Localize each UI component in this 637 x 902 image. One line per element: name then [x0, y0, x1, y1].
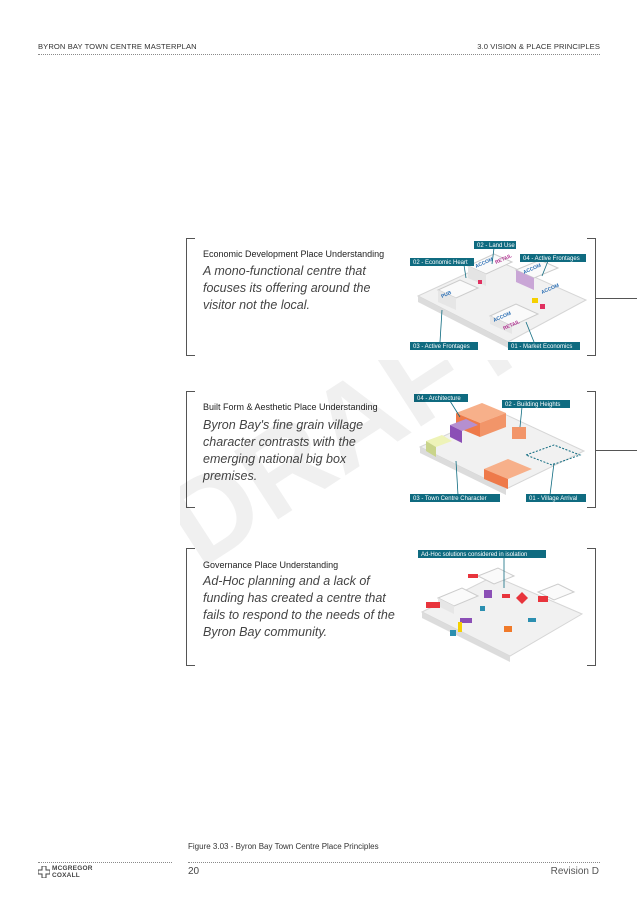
svg-text:02 - Economic Heart: 02 - Economic Heart: [413, 260, 468, 266]
panel-body: Ad-Hoc planning and a lack of funding ha…: [203, 574, 395, 639]
bracket-left: [186, 391, 195, 508]
economic-diagram: ACCOM RETAIL PUB ACCOM ACCOM ACCOM RETAI…: [410, 241, 588, 350]
svg-text:04 - Architecture: 04 - Architecture: [417, 396, 461, 402]
svg-text:02 - Land Use: 02 - Land Use: [477, 243, 515, 249]
diagram-labels: Ad-Hoc solutions considered in isolation: [418, 550, 546, 558]
svg-text:01 - Market Economics: 01 - Market Economics: [511, 344, 572, 350]
built-form-diagram: 04 - Architecture 02 - Building Heights …: [410, 394, 586, 502]
bracket-left: [186, 238, 195, 356]
svg-text:PUB: PUB: [440, 290, 452, 300]
svg-text:03 - Town Centre Character: 03 - Town Centre Character: [413, 496, 487, 502]
section-title: 3.0 VISION & PLACE PRINCIPLES: [477, 42, 600, 51]
bracket-right: [587, 548, 596, 666]
bracket-tick: [596, 450, 637, 451]
svg-text:03 - Active Frontages: 03 - Active Frontages: [413, 344, 470, 350]
page-number: 20: [188, 866, 200, 877]
footer-rule-left: [38, 862, 172, 863]
panel-title: Built Form & Aesthetic Place Understandi…: [203, 402, 378, 412]
governance-diagram: Ad-Hoc solutions considered in isolation: [418, 550, 584, 662]
footer-rule-right: [188, 862, 600, 863]
panel-built-form: Built Form & Aesthetic Place Understandi…: [186, 391, 637, 508]
svg-text:01 - Village Arrival: 01 - Village Arrival: [529, 496, 577, 502]
panel-governance: Governance Place Understanding Ad-Hoc pl…: [186, 548, 596, 666]
panel-body: A mono-functional centre that focuses it…: [203, 264, 371, 312]
svg-text:02 - Building Heights: 02 - Building Heights: [505, 402, 560, 408]
panel-title: Governance Place Understanding: [203, 560, 339, 570]
svg-text:Ad-Hoc solutions considered in: Ad-Hoc solutions considered in isolation: [421, 552, 527, 558]
svg-text:04 - Active Frontages: 04 - Active Frontages: [523, 256, 580, 262]
bracket-right: [587, 391, 596, 508]
diagram-labels: 04 - Architecture 02 - Building Heights …: [410, 394, 586, 502]
revision-label: Revision D: [550, 866, 599, 877]
panel-economic-development: Economic Development Place Understanding…: [186, 238, 637, 356]
page-header: BYRON BAY TOWN CENTRE MASTERPLAN 3.0 VIS…: [38, 42, 600, 56]
mcgregor-coxall-logo: MCGREGOR COXALL: [38, 865, 118, 880]
figure-caption: Figure 3.03 - Byron Bay Town Centre Plac…: [188, 842, 379, 851]
header-rule: [38, 54, 600, 55]
cross-logo-icon: [38, 866, 50, 878]
panel-title: Economic Development Place Understanding: [203, 249, 385, 259]
bracket-tick: [596, 298, 637, 299]
diagram-labels: 02 - Land Use 02 - Economic Heart 04 - A…: [410, 241, 586, 350]
document-title: BYRON BAY TOWN CENTRE MASTERPLAN: [38, 42, 197, 51]
bracket-right: [587, 238, 596, 356]
panel-body: Byron Bay's fine grain village character…: [203, 418, 364, 483]
bracket-left: [186, 548, 195, 666]
